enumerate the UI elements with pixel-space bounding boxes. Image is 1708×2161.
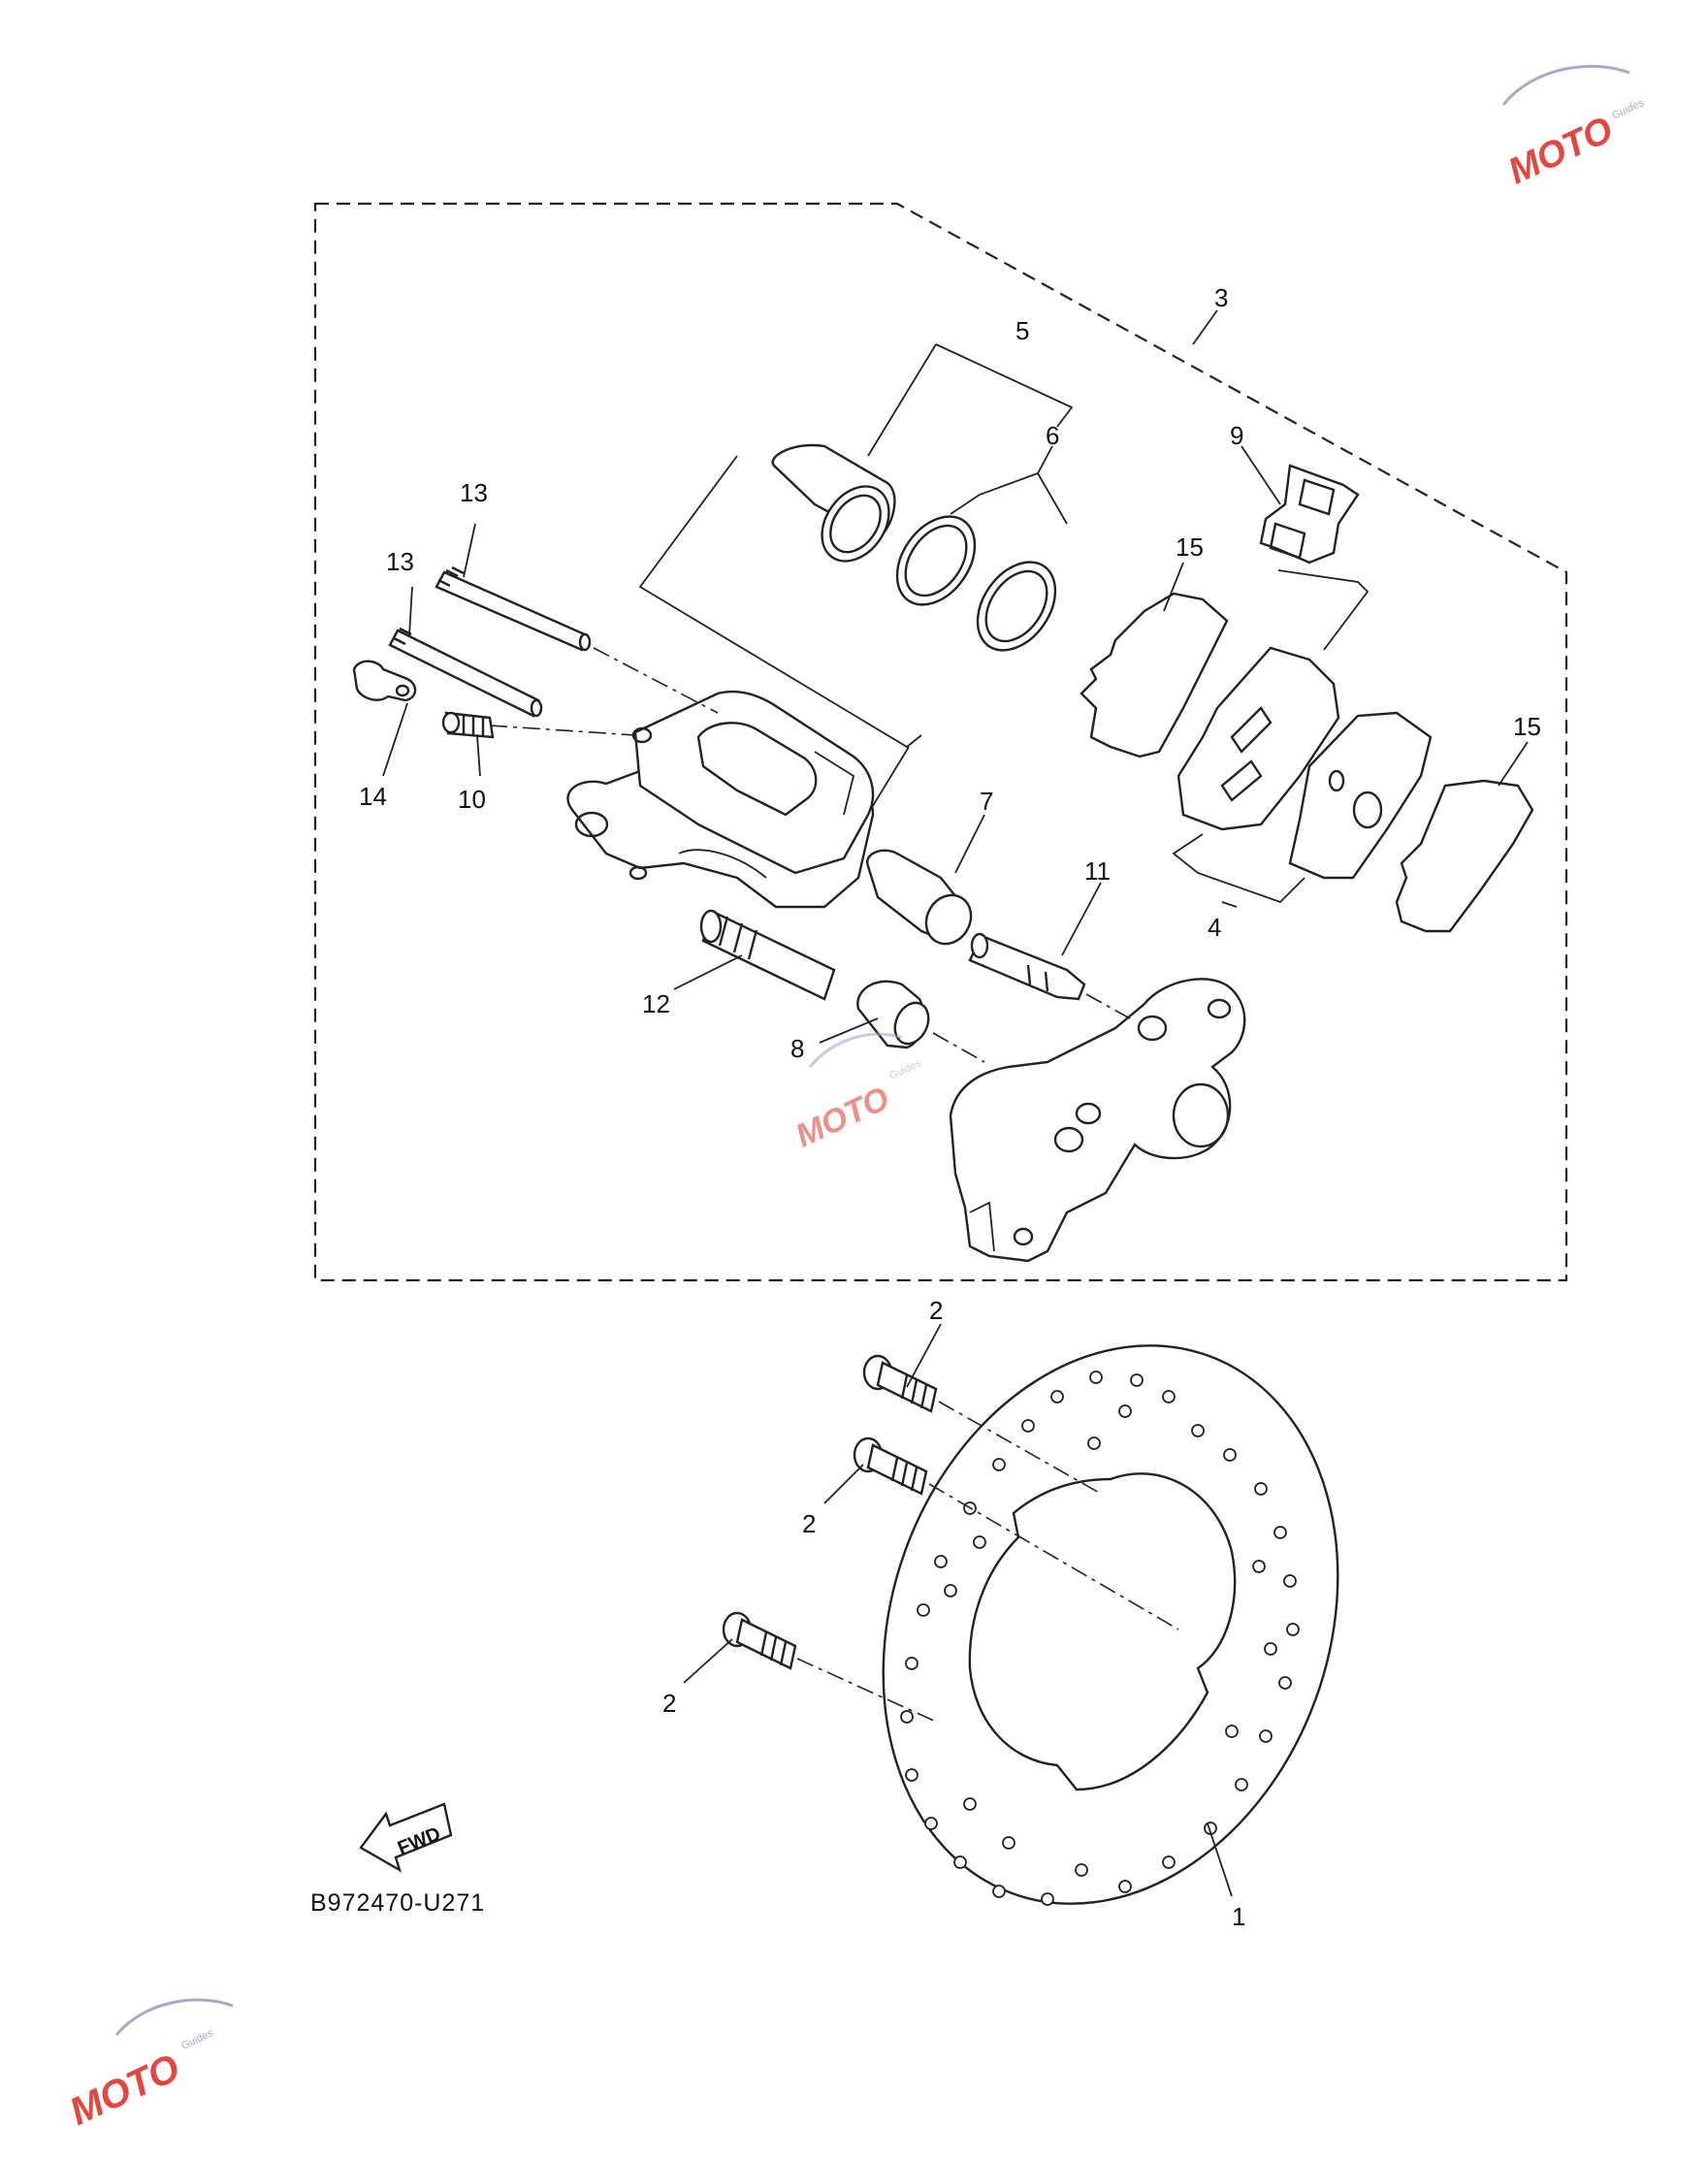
watermark-sub-mid: Guides <box>887 1057 923 1082</box>
watermark-logo-bottom: MOTO Guides <box>63 1998 234 2134</box>
bleed-cap-14 <box>352 660 417 702</box>
callout-7: 7 <box>980 787 993 816</box>
callout-2-upper: 2 <box>929 1296 943 1325</box>
watermark-sub-top: Guides <box>1610 97 1646 122</box>
slide-pin-13-upper <box>435 565 592 652</box>
callout-9: 9 <box>1230 421 1243 450</box>
pad-shim-15-right <box>1395 779 1534 933</box>
fwd-arrow-icon: FWD <box>359 1802 453 1873</box>
watermark-brand-bottom: MOTO <box>63 2047 186 2134</box>
assembly-boundary <box>313 202 1568 1282</box>
boot-8 <box>856 980 930 1049</box>
caliper-body <box>566 690 875 909</box>
watermark-brand-mid: MOTO <box>790 1080 895 1154</box>
callout-14: 14 <box>359 782 387 811</box>
pin-7 <box>866 849 973 946</box>
callout-11: 11 <box>1084 856 1111 886</box>
callout-8: 8 <box>790 1034 804 1063</box>
disc-bolt-upper <box>862 1354 938 1413</box>
caliper-piston <box>771 443 896 563</box>
callout-12: 12 <box>642 989 670 1018</box>
callout-15-left: 15 <box>1176 532 1204 562</box>
brake-disc <box>882 1344 1339 1906</box>
watermark-logo-top: MOTO Guides <box>1501 64 1646 193</box>
callout-13-lower: 13 <box>386 547 414 576</box>
pad-shim-15-left <box>1080 592 1229 758</box>
callout-2-lower: 2 <box>662 1689 676 1718</box>
piston-seals <box>895 515 1057 652</box>
pin-11 <box>968 932 1086 1001</box>
brake-pad-4a <box>1176 646 1340 831</box>
callout-6: 6 <box>1046 421 1059 450</box>
callout-10: 10 <box>458 785 486 814</box>
callout-3: 3 <box>1214 283 1228 312</box>
leader-lines <box>382 309 1529 1897</box>
callout-numbers: 1 2 2 2 3 4 5 6 7 8 9 10 11 12 13 13 14 … <box>359 283 1541 1931</box>
watermark-logo-mid: MOTO Guides <box>790 1032 923 1155</box>
callout-5: 5 <box>1015 316 1029 345</box>
pin-12 <box>699 909 836 1001</box>
callout-1: 1 <box>1232 1902 1245 1931</box>
callout-2-middle: 2 <box>802 1509 816 1538</box>
disc-holes <box>900 1371 1300 1906</box>
callout-15-right: 15 <box>1513 712 1541 741</box>
disc-bolt-lower <box>722 1611 797 1670</box>
caliper-bracket <box>949 978 1246 1263</box>
pad-spring-9 <box>1259 464 1360 564</box>
bleed-screw-10 <box>441 711 495 739</box>
disc-bolt-middle <box>853 1436 928 1496</box>
brake-pad-4b <box>1288 711 1433 880</box>
watermark-sub-bottom: Guides <box>179 2027 215 2052</box>
callout-4: 4 <box>1208 913 1221 942</box>
diagram-part-code: B972470-U271 <box>310 1889 485 1917</box>
callout-13-upper: 13 <box>460 478 488 507</box>
watermark-brand-top: MOTO <box>1502 110 1619 193</box>
slide-pin-13-lower <box>388 627 543 718</box>
